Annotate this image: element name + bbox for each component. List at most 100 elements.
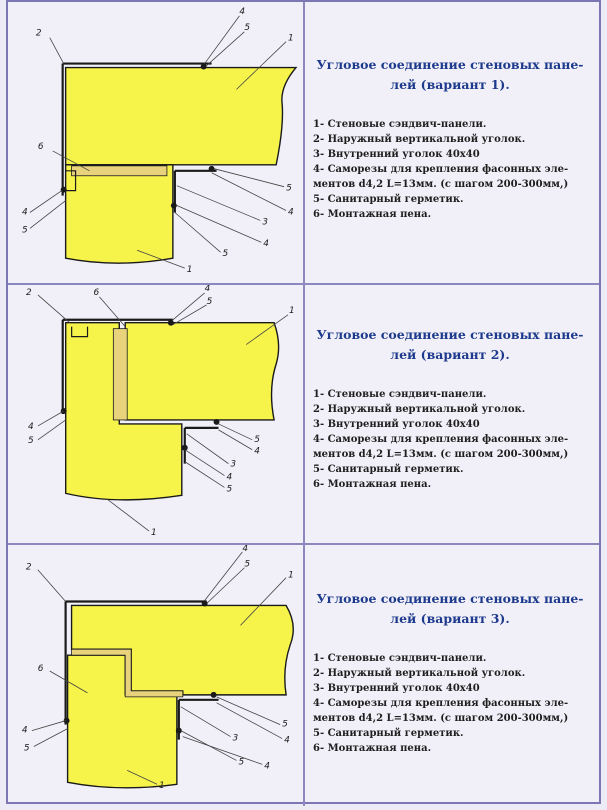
screw-marker bbox=[63, 717, 70, 724]
variant-1-svg: 2 4 5 1 6 4 5 5 4 3 4 5 1 bbox=[22, 7, 298, 275]
panel-step bbox=[65, 170, 77, 192]
callout-5: 5 bbox=[22, 225, 28, 235]
legend-item: 1- Стеновые сэндвич-панели. bbox=[313, 119, 487, 130]
outer-corner-profile bbox=[61, 318, 173, 414]
legend-item: 6- Монтажная пена. bbox=[313, 209, 432, 220]
callout-4: 4 bbox=[288, 207, 294, 217]
legend-item: 3- Внутренний уголок 40х40 bbox=[313, 683, 480, 694]
legend-item: 3- Внутренний уголок 40х40 bbox=[313, 149, 480, 160]
variant-3-legend: Угловое соединение стеновых пане- лей (в… bbox=[307, 545, 599, 806]
legend-item: 5- Санитарный герметик. bbox=[313, 728, 464, 739]
legend-item: 1- Стеновые сэндвич-панели. bbox=[313, 389, 487, 400]
legend-item: 4- Саморезы для крепления фасонных эле- bbox=[313, 434, 569, 445]
screw-marker bbox=[167, 319, 174, 326]
callout-5: 5 bbox=[282, 720, 288, 730]
foam-strip bbox=[71, 648, 184, 698]
callout-5: 5 bbox=[244, 23, 250, 33]
screw-marker bbox=[170, 202, 177, 209]
variant-1-title: Угловое соединение стеновых пане- лей (в… bbox=[316, 57, 584, 92]
callout-1: 1 bbox=[288, 34, 294, 44]
screw-marker bbox=[200, 63, 207, 70]
legend-item: 2- Наружный вертикальной уголок. bbox=[313, 668, 526, 679]
callout-1: 1 bbox=[288, 571, 294, 581]
legend-item: 6- Монтажная пена. bbox=[313, 743, 432, 754]
legend-item: ментов d4,2 L=13мм. (с шагом 200-300мм,) bbox=[313, 449, 569, 460]
callout-5: 5 bbox=[24, 743, 30, 753]
variant-2-svg: 2 6 4 5 1 4 5 5 4 3 4 5 1 bbox=[26, 285, 295, 538]
callout-3: 3 bbox=[230, 460, 236, 470]
variant-3-section: 2 4 5 1 6 4 5 5 4 3 5 4 1 Угловое соедин… bbox=[8, 545, 599, 806]
legend-item: 2- Наружный вертикальной уголок. bbox=[313, 404, 526, 415]
leader-lines bbox=[31, 551, 287, 785]
screw-marker bbox=[210, 691, 217, 698]
callout-5: 5 bbox=[226, 484, 232, 494]
callout-6: 6 bbox=[93, 288, 99, 298]
variant-2-drawing: 2 6 4 5 1 4 5 5 4 3 4 5 1 bbox=[8, 285, 305, 543]
callout-3: 3 bbox=[262, 217, 268, 227]
foam-strip bbox=[112, 328, 128, 421]
callout-2: 2 bbox=[36, 29, 42, 39]
variant-3-drawing: 2 4 5 1 6 4 5 5 4 3 5 4 1 bbox=[8, 545, 305, 806]
callout-4: 4 bbox=[264, 761, 270, 771]
callout-4: 4 bbox=[28, 422, 34, 432]
variant-1-items: 1- Стеновые сэндвич-панели. 2- Наружный … bbox=[309, 117, 591, 222]
screw-marker bbox=[181, 444, 188, 451]
callout-2: 2 bbox=[26, 563, 32, 573]
legend-item: 2- Наружный вертикальной уголок. bbox=[313, 134, 526, 145]
callout-5: 5 bbox=[254, 435, 260, 445]
legend-item: 5- Санитарный герметик. bbox=[313, 194, 464, 205]
callout-5: 5 bbox=[244, 560, 250, 570]
vertical-panel bbox=[64, 164, 174, 264]
horizontal-panel bbox=[64, 66, 298, 166]
inner-corner-profile bbox=[173, 169, 217, 213]
drawing-sheet: 2 4 5 1 6 4 5 5 4 3 4 5 1 Угловое соедин… bbox=[6, 0, 601, 806]
leader-lines bbox=[29, 15, 287, 269]
callout-6: 6 bbox=[38, 664, 44, 674]
variant-1-section: 2 4 5 1 6 4 5 5 4 3 4 5 1 Угловое соедин… bbox=[8, 2, 599, 285]
legend-item: 4- Саморезы для крепления фасонных эле- bbox=[313, 164, 569, 175]
legend-item: 3- Внутренний уголок 40х40 bbox=[313, 419, 480, 430]
callout-1: 1 bbox=[159, 781, 165, 791]
legend-item: 6- Монтажная пена. bbox=[313, 479, 432, 490]
callout-5: 5 bbox=[207, 297, 213, 307]
callout-5: 5 bbox=[286, 184, 292, 194]
inner-corner-profile bbox=[177, 698, 219, 740]
variant-2-legend: Угловое соединение стеновых пане- лей (в… bbox=[307, 285, 599, 543]
vertical-panel bbox=[65, 322, 183, 501]
callout-4: 4 bbox=[22, 726, 28, 736]
variant-1-drawing: 2 4 5 1 6 4 5 5 4 3 4 5 1 bbox=[8, 2, 305, 283]
legend-item: 1- Стеновые сэндвич-панели. bbox=[313, 653, 487, 664]
foam-strip bbox=[71, 165, 168, 177]
variant-3-title: Угловое соединение стеновых пане- лей (в… bbox=[316, 591, 584, 626]
legend-item: ментов d4,2 L=13мм. (с шагом 200-300мм,) bbox=[313, 713, 569, 724]
outer-corner-profile bbox=[61, 62, 212, 196]
screw-marker bbox=[60, 408, 67, 414]
leader-lines bbox=[37, 292, 289, 532]
callout-4: 4 bbox=[226, 472, 232, 482]
horizontal-panel bbox=[124, 322, 280, 421]
screw-marker bbox=[175, 727, 182, 734]
callout-1: 1 bbox=[187, 265, 193, 275]
legend-item: ментов d4,2 L=13мм. (с шагом 200-300мм,) bbox=[313, 179, 569, 190]
variant-2-items: 1- Стеновые сэндвич-панели. 2- Наружный … bbox=[309, 387, 591, 492]
variant-3-svg: 2 4 5 1 6 4 5 5 4 3 5 4 1 bbox=[22, 545, 294, 791]
variant-2-title: Угловое соединение стеновых пане- лей (в… bbox=[316, 327, 584, 362]
callout-4: 4 bbox=[284, 736, 290, 746]
variant-2-section: 2 6 4 5 1 4 5 5 4 3 4 5 1 Угловое соедин… bbox=[8, 285, 599, 545]
callout-6: 6 bbox=[38, 142, 44, 152]
inner-corner-profile bbox=[183, 426, 219, 464]
legend-item: 5- Санитарный герметик. bbox=[313, 464, 464, 475]
screw-marker bbox=[213, 418, 220, 425]
callout-4: 4 bbox=[263, 239, 269, 249]
screw-marker bbox=[208, 165, 215, 172]
callout-4: 4 bbox=[254, 447, 260, 457]
outer-corner-profile bbox=[64, 600, 207, 725]
callout-4: 4 bbox=[239, 7, 245, 17]
callout-4: 4 bbox=[205, 285, 211, 294]
callout-4: 4 bbox=[242, 545, 248, 554]
screw-marker bbox=[60, 186, 67, 193]
callout-1: 1 bbox=[289, 306, 295, 316]
callout-3: 3 bbox=[232, 734, 238, 744]
callout-5: 5 bbox=[223, 249, 229, 259]
screw-marker bbox=[201, 600, 208, 607]
